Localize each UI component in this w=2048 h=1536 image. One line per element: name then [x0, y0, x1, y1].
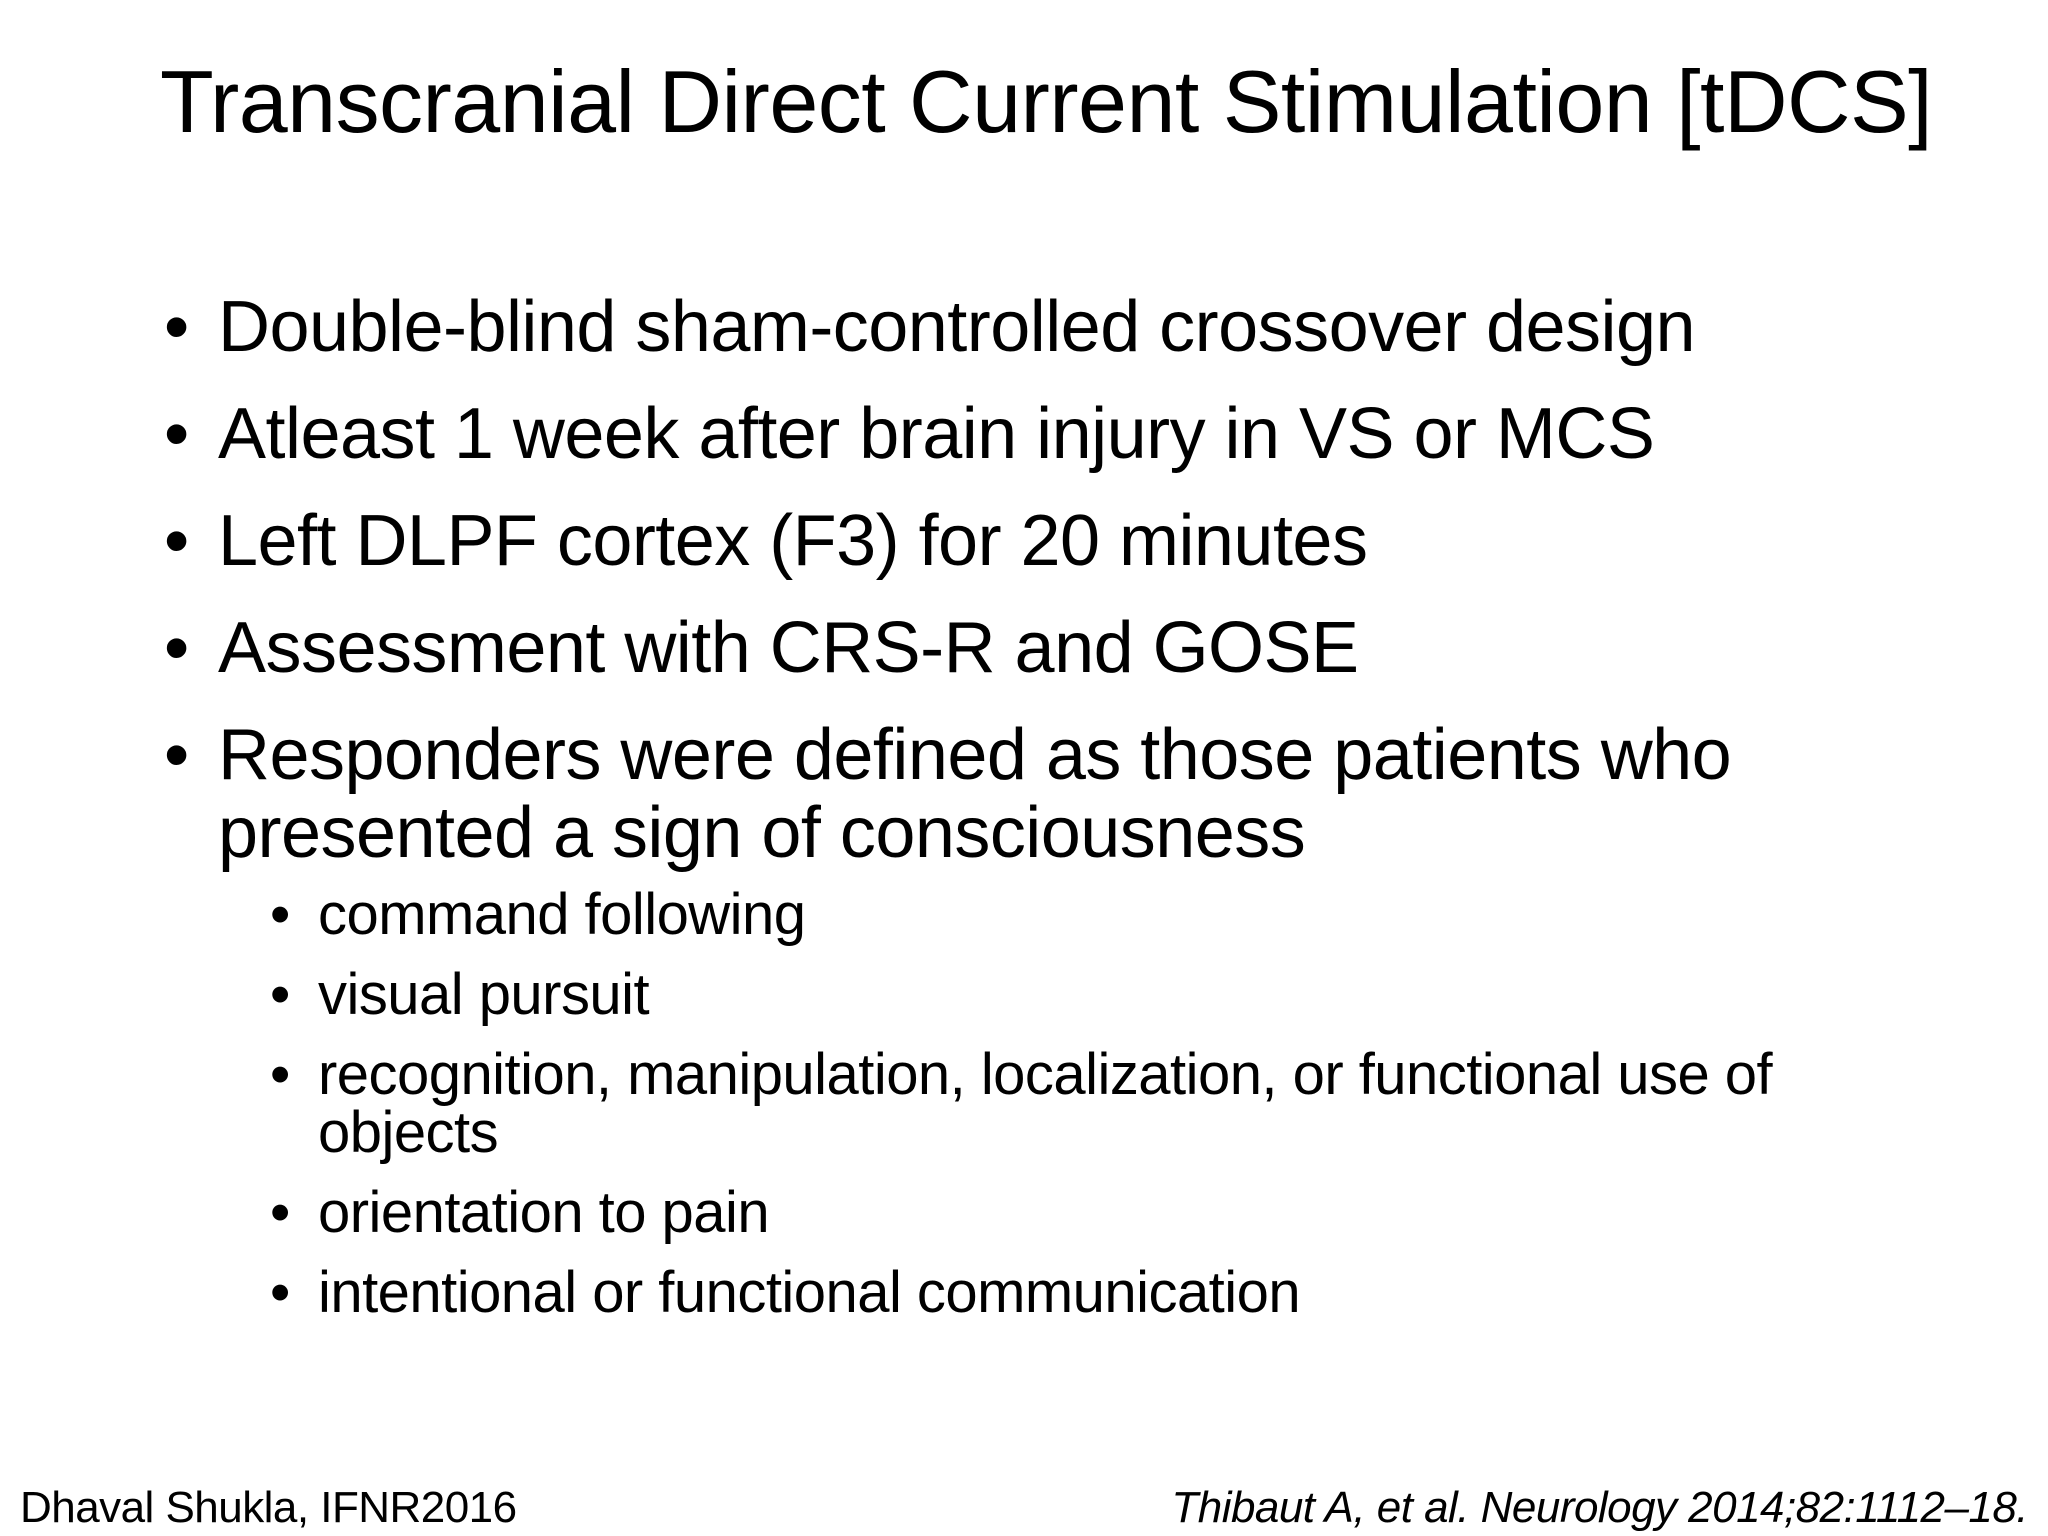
bullet-marker: •	[270, 1042, 290, 1107]
bullet-marker: •	[270, 882, 290, 947]
sub-bullet-text: intentional or functional communication	[318, 1260, 1301, 1325]
bullet-marker: •	[164, 715, 189, 795]
sub-bullet-item: • recognition, manipulation, localizatio…	[268, 1046, 2020, 1162]
bullet-text: Double-blind sham-controlled crossover d…	[218, 287, 1696, 367]
bullet-item: • Left DLPF cortex (F3) for 20 minutes	[160, 502, 2020, 580]
sub-bullet-item: • orientation to pain	[268, 1184, 2020, 1242]
bullet-marker: •	[164, 394, 189, 474]
bullet-text: Atleast 1 week after brain injury in VS …	[218, 394, 1655, 474]
slide-title: Transcranial Direct Current Stimulation …	[160, 52, 1933, 151]
sub-bullet-list: • command following • visual pursuit • r…	[268, 886, 2020, 1322]
bullet-item: • Atleast 1 week after brain injury in V…	[160, 395, 2020, 473]
sub-bullet-item: • command following	[268, 886, 2020, 944]
bullet-text: Assessment with CRS-R and GOSE	[218, 608, 1359, 688]
footer-citation: Thibaut A, et al. Neurology 2014;82:1112…	[1171, 1483, 2028, 1532]
bullet-item: • Double-blind sham-controlled crossover…	[160, 288, 2020, 366]
sub-bullet-text: visual pursuit	[318, 962, 650, 1027]
bullet-item: • Responders were defined as those patie…	[160, 716, 2020, 1344]
bullet-item: • Assessment with CRS-R and GOSE	[160, 609, 2020, 687]
footer-author: Dhaval Shukla, IFNR2016	[20, 1483, 517, 1532]
bullet-marker: •	[270, 1260, 290, 1325]
bullet-marker: •	[270, 1180, 290, 1245]
bullet-marker: •	[164, 287, 189, 367]
bullet-marker: •	[164, 608, 189, 688]
bullet-text: Responders were defined as those patient…	[218, 715, 1732, 873]
bullet-body: Responders were defined as those patient…	[218, 716, 2020, 1344]
bullet-text: Left DLPF cortex (F3) for 20 minutes	[218, 501, 1368, 581]
sub-bullet-text: orientation to pain	[318, 1180, 770, 1245]
sub-bullet-text: command following	[318, 882, 806, 947]
bullet-marker: •	[270, 962, 290, 1027]
sub-bullet-item: • visual pursuit	[268, 966, 2020, 1024]
bullet-marker: •	[164, 501, 189, 581]
sub-bullet-item: • intentional or functional communicatio…	[268, 1264, 2020, 1322]
sub-bullet-text: recognition, manipulation, localization,…	[318, 1042, 1773, 1165]
bullet-list: • Double-blind sham-controlled crossover…	[160, 288, 2020, 1373]
